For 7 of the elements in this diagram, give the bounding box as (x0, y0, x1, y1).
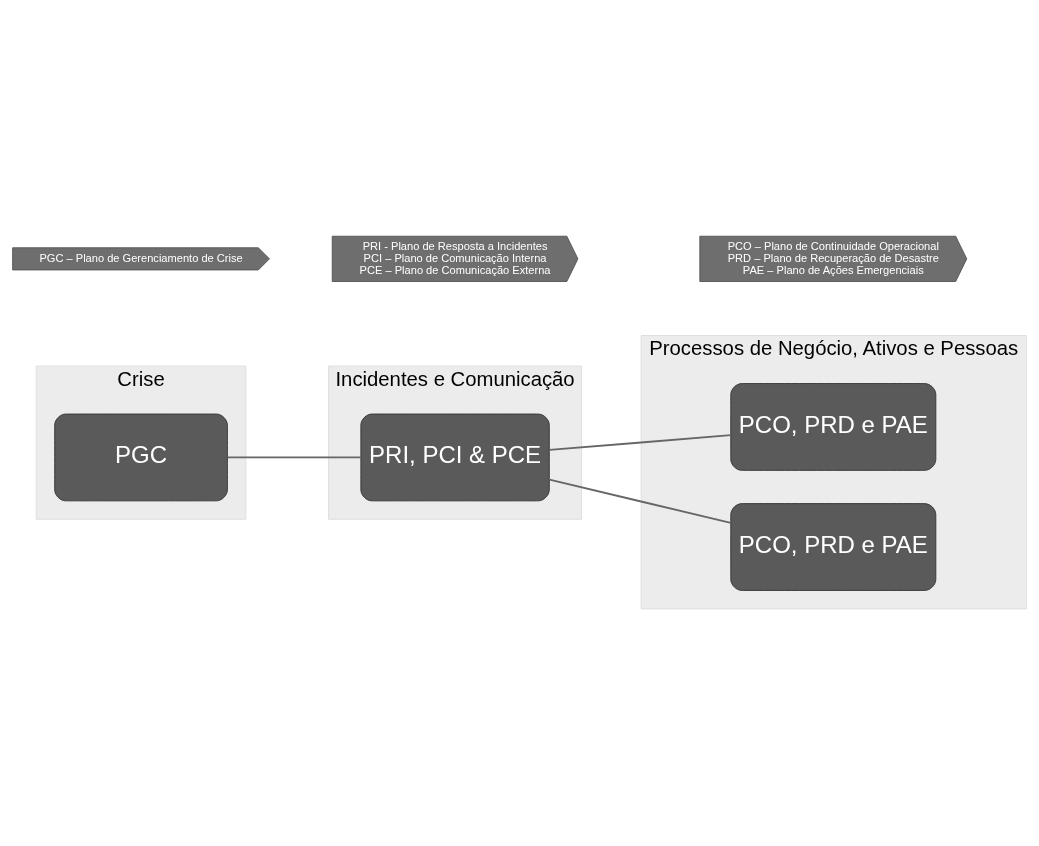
connector (548, 433, 732, 451)
connector (548, 478, 732, 524)
node-box: PCO, PRD e PAE (730, 502, 937, 591)
node-box: PGC (54, 413, 228, 501)
node-box: PCO, PRD e PAE (730, 382, 937, 471)
connector (226, 456, 362, 458)
node-box: PRI, PCI & PCE (360, 413, 550, 501)
